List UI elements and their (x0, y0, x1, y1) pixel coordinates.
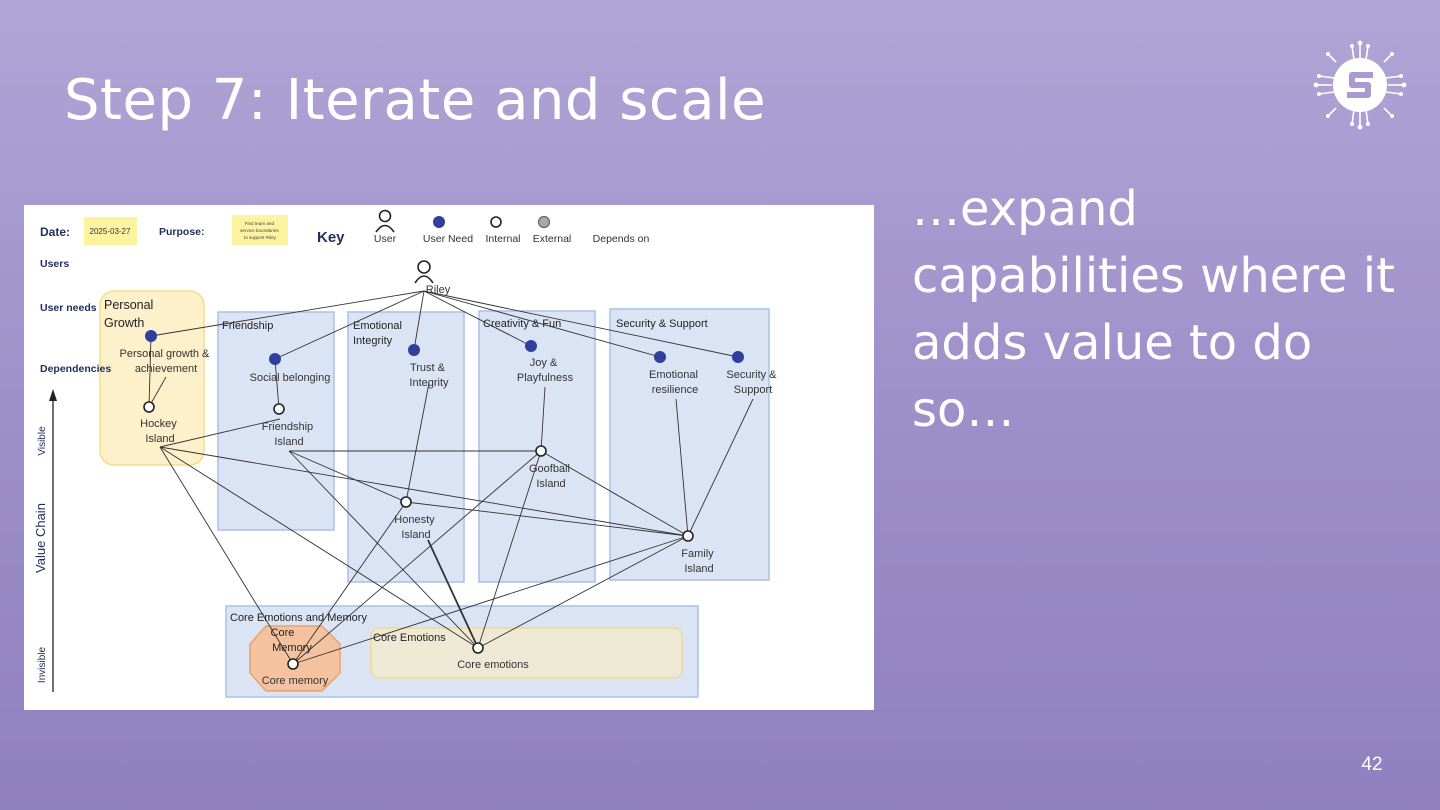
page-number: 42 (1361, 754, 1383, 775)
row-label-user-needs: User needs (40, 302, 97, 314)
key-internal-icon (490, 216, 502, 228)
need-emotional-resilience (654, 351, 666, 363)
component-friendship (273, 403, 285, 415)
group-label-emotional-integrity: Emotional Integrity (353, 320, 405, 347)
wardley-map: Date: 2025-03-27 Purpose: Find team and … (24, 205, 874, 710)
group-core-emotions (370, 627, 683, 679)
value-chain-arrow-icon (49, 389, 57, 401)
node-goofball: Goofball Island (529, 463, 573, 490)
node-friendship: Friendship Island (262, 421, 316, 448)
node-security: Security & Support (726, 369, 779, 396)
node-honesty: Honesty Island (394, 514, 437, 541)
component-hockey (143, 401, 155, 413)
honesty-core-emotions-line (427, 539, 479, 649)
side-text: …expand capabilities where it adds value… (912, 181, 1395, 438)
date-note (84, 217, 137, 245)
node-core-memory: Core memory (262, 675, 329, 687)
purpose-value: Find team and service boundaries to supp… (240, 221, 280, 240)
key-internal: Internal (485, 233, 520, 245)
node-social-belonging: Social belonging (250, 372, 331, 384)
node-family: Family Island (681, 548, 716, 575)
purpose-note (232, 215, 288, 245)
node-core-emotions: Core emotions (457, 659, 529, 671)
node-riley: Riley (426, 284, 451, 296)
row-label-dependencies: Dependencies (40, 363, 111, 375)
slide-title: Step 7: Iterate and scale (64, 68, 767, 133)
circuit-s-logo-icon (1313, 40, 1407, 130)
row-label-users: Users (40, 258, 69, 270)
need-trust (408, 344, 420, 356)
group-label-core-emotions-memory: Core Emotions and Memory (230, 612, 367, 624)
key-user-need: User Need (423, 233, 473, 245)
key-external-icon (537, 215, 551, 229)
axis-invisible: Invisible (37, 647, 48, 684)
key-depends-on: Depends on (593, 233, 650, 245)
need-joy (525, 340, 537, 352)
component-core-emotions (472, 642, 484, 654)
key-user-icon (375, 209, 395, 233)
date-label: Date: (40, 225, 70, 239)
group-label-creativity: Creativity & Fun (483, 318, 561, 330)
axis-value-chain: Value Chain (33, 503, 48, 573)
need-security (732, 351, 744, 363)
riley-user-icon (414, 260, 434, 284)
need-social-belonging (269, 353, 281, 365)
key-title: Key (317, 229, 345, 246)
node-joy: Joy & Playfulness (517, 357, 574, 384)
component-honesty (400, 496, 412, 508)
node-emotional-resilience: Emotional resilience (649, 369, 701, 396)
key-external: External (533, 233, 572, 245)
group-label-core-memory: Core Memory (271, 627, 313, 654)
key-user: User (374, 233, 397, 245)
node-personal-growth: Personal growth & achievement (120, 348, 213, 375)
purpose-label: Purpose: (159, 226, 205, 238)
component-goofball (535, 445, 547, 457)
group-core-memory (249, 625, 341, 692)
group-label-core-emotions: Core Emotions (373, 632, 446, 644)
group-emotional-integrity (347, 311, 465, 583)
node-trust: Trust & Integrity (409, 362, 449, 389)
node-hockey: Hockey Island (140, 418, 180, 445)
key-user-need-icon (433, 216, 445, 228)
group-label-friendship: Friendship (222, 320, 273, 332)
group-label-personal-growth: Personal Growth (104, 298, 157, 330)
date-value: 2025-03-27 (90, 227, 131, 236)
group-friendship (217, 311, 335, 531)
axis-visible: Visible (37, 426, 48, 456)
component-core-memory (287, 658, 299, 670)
component-family (682, 530, 694, 542)
group-personal-growth (99, 290, 205, 466)
need-personal-growth (145, 330, 157, 342)
dependency-lines (148, 290, 754, 665)
group-creativity (478, 310, 596, 583)
group-label-security: Security & Support (616, 318, 708, 330)
